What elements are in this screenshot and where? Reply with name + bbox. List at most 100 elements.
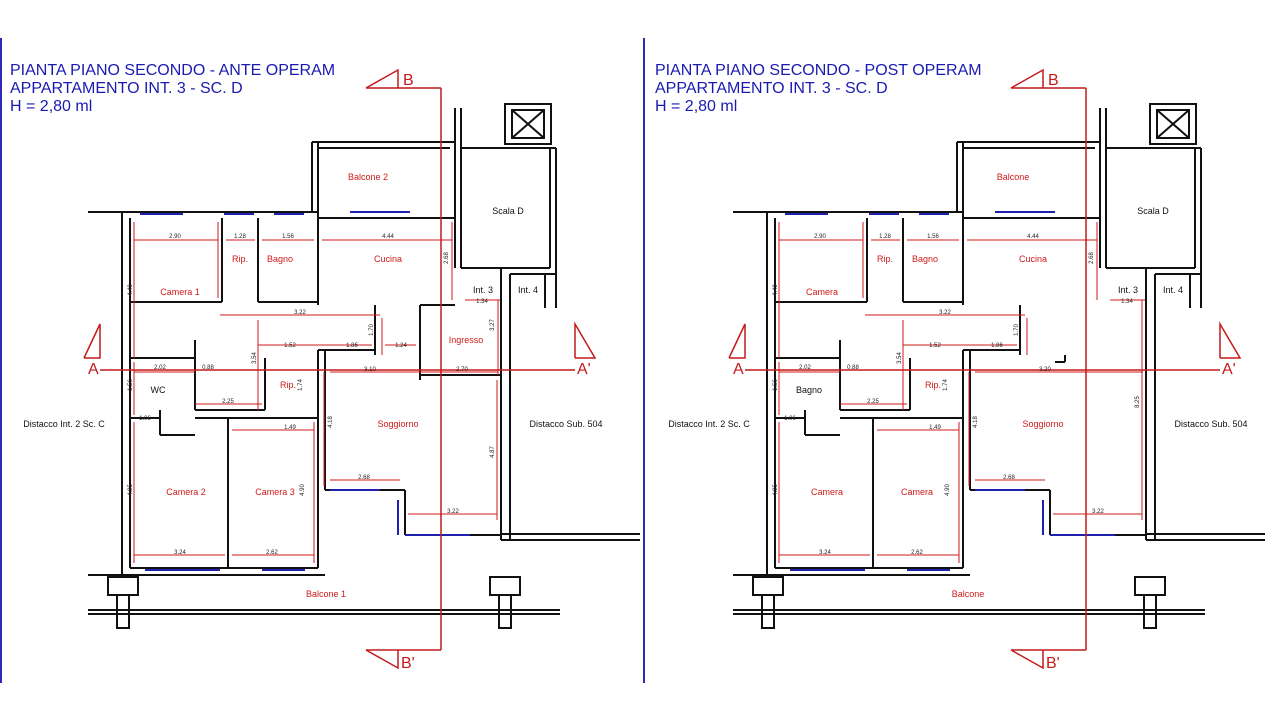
dim-label: 2.02 (154, 365, 166, 371)
dim-label: 1.86 (991, 343, 1003, 349)
room-balcone-bottom: Balcone 1 (306, 589, 346, 599)
section-label-b-prime: B' (1046, 655, 1060, 672)
room-camera-tl: Camera 1 (160, 287, 200, 297)
title-line-1: PIANTA PIANO SECONDO - POST OPERAM (655, 62, 982, 79)
room-wc: Bagno (796, 385, 822, 395)
distacco-left: Distacco Int. 2 Sc. C (23, 419, 105, 429)
plan-title: PIANTA PIANO SECONDO - ANTE OPERAM APPAR… (10, 62, 335, 116)
room-scala: Scala D (492, 206, 524, 216)
dim-label: 4.95 (128, 484, 134, 496)
dim-label: 1.06 (784, 416, 796, 422)
title-line-1: PIANTA PIANO SECONDO - ANTE OPERAM (10, 62, 336, 79)
dim-label: 3.24 (174, 550, 186, 556)
room-camera-bm: Camera 3 (255, 487, 295, 497)
dim-label: 2.68 (1089, 252, 1095, 264)
room-rip-top: Rip. (232, 254, 248, 264)
room-int4: Int. 4 (1163, 285, 1183, 295)
dim-label: 2.90 (169, 234, 181, 240)
dim-label: 1.70 (1014, 324, 1020, 336)
dim-label: 1.06 (139, 416, 151, 422)
dim-label: 2.68 (444, 252, 450, 264)
distacco-right: Distacco Sub. 504 (1174, 419, 1247, 429)
windows (140, 211, 470, 571)
dim-label: 1.24 (395, 343, 407, 349)
plan-title: PIANTA PIANO SECONDO - POST OPERAM APPAR… (655, 62, 982, 116)
section-label-b-prime: B' (401, 655, 415, 672)
dim-label: 4.87 (490, 446, 496, 458)
dim-label: 1.28 (234, 234, 246, 240)
title-line-2: APPARTAMENTO INT. 3 - SC. D (655, 80, 888, 97)
room-ingresso: Ingresso (449, 335, 484, 345)
distacco-left: Distacco Int. 2 Sc. C (668, 419, 750, 429)
dim-label: 2.68 (358, 475, 370, 481)
room-balcone-bottom: Balcone (952, 589, 985, 599)
dim-label: 1.56 (773, 379, 779, 391)
dim-label: 3.22 (447, 509, 459, 515)
dim-label: 2.90 (814, 234, 826, 240)
piers (733, 576, 1205, 629)
room-camera-bm: Camera (901, 487, 933, 497)
plan-post-operam: PIANTA PIANO SECONDO - POST OPERAM APPAR… (645, 0, 1280, 701)
dim-label: 2.68 (1003, 475, 1015, 481)
dim-label: 3.54 (897, 352, 903, 364)
dim-label: 1.70 (369, 324, 375, 336)
dim-label: 3.22 (939, 310, 951, 316)
dim-label: 4.49 (773, 284, 779, 296)
room-soggiorno: Soggiorno (1022, 419, 1063, 429)
windows (785, 211, 1115, 571)
dim-label: 4.90 (945, 484, 951, 496)
dim-label: 2.25 (222, 399, 234, 405)
dim-label: 8.25 (1135, 396, 1141, 408)
dim-label: 1.52 (284, 343, 296, 349)
dim-label: 2.62 (266, 550, 278, 556)
room-int4: Int. 4 (518, 285, 538, 295)
room-int3: Int. 3 (1118, 285, 1138, 295)
title-line-3: H = 2,80 ml (655, 98, 738, 115)
dim-label: 1.34 (1121, 299, 1133, 305)
dim-label: 3.27 (490, 319, 496, 331)
floor-plan-drawing: Balcone Scala D Camera Rip. Bagno Cucina… (668, 68, 1265, 672)
room-balcone-top: Balcone 2 (348, 172, 388, 182)
dim-label: 1.49 (929, 425, 941, 431)
dim-label: 1.52 (929, 343, 941, 349)
section-label-a-prime: A' (1222, 361, 1236, 378)
dim-label: 4.49 (128, 284, 134, 296)
dim-label: 4.44 (382, 234, 394, 240)
room-scala: Scala D (1137, 206, 1169, 216)
dim-label: 4.44 (1027, 234, 1039, 240)
room-rip-mid: Rip. (925, 380, 941, 390)
dim-label: 3.22 (294, 310, 306, 316)
dim-label: 0.88 (847, 365, 859, 371)
sheet-border-divider (643, 38, 645, 683)
room-soggiorno: Soggiorno (377, 419, 418, 429)
dimension-lines (778, 222, 1145, 563)
room-rip-top: Rip. (877, 254, 893, 264)
plan-ante-operam: PIANTA PIANO SECONDO - ANTE OPERAM APPAR… (0, 38, 645, 683)
piers (88, 576, 560, 629)
section-label-a-prime: A' (577, 361, 591, 378)
room-camera-tl: Camera (806, 287, 838, 297)
section-label-a: A (733, 361, 744, 378)
dim-label: 1.74 (943, 379, 949, 391)
dim-label: 4.95 (773, 484, 779, 496)
dim-label: 3.54 (252, 352, 258, 364)
dim-label: 1.86 (346, 343, 358, 349)
elevator-icon (504, 103, 552, 145)
dim-label: 2.25 (867, 399, 879, 405)
room-camera-bl: Camera 2 (166, 487, 206, 497)
dim-label: 1.56 (282, 234, 294, 240)
distacco-right: Distacco Sub. 504 (529, 419, 602, 429)
title-line-2: APPARTAMENTO INT. 3 - SC. D (10, 80, 243, 97)
room-int3: Int. 3 (473, 285, 493, 295)
dimension-lines (133, 222, 500, 563)
section-label-a: A (88, 361, 99, 378)
dim-label: 2.02 (799, 365, 811, 371)
dim-label: 1.49 (284, 425, 296, 431)
dim-label: 4.18 (973, 416, 979, 428)
room-bagno: Bagno (267, 254, 293, 264)
dim-label: 4.90 (300, 484, 306, 496)
room-cucina: Cucina (374, 254, 402, 264)
section-label-b: B (1048, 72, 1059, 89)
elevator-icon (1149, 103, 1197, 145)
dim-label: 3.24 (819, 550, 831, 556)
